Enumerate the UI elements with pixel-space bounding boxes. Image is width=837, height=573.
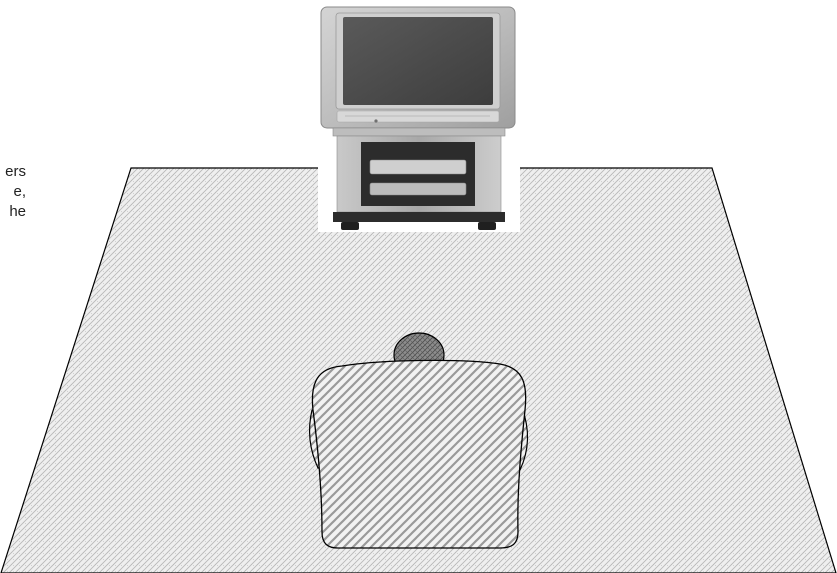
armchair-back <box>312 360 525 548</box>
caption-line-3: he <box>0 202 26 222</box>
caption-line-1: ers <box>0 162 26 182</box>
caption-text-fragment: ers e, he <box>0 162 26 222</box>
caption-line-2: e, <box>0 182 26 202</box>
television-icon <box>318 2 520 232</box>
